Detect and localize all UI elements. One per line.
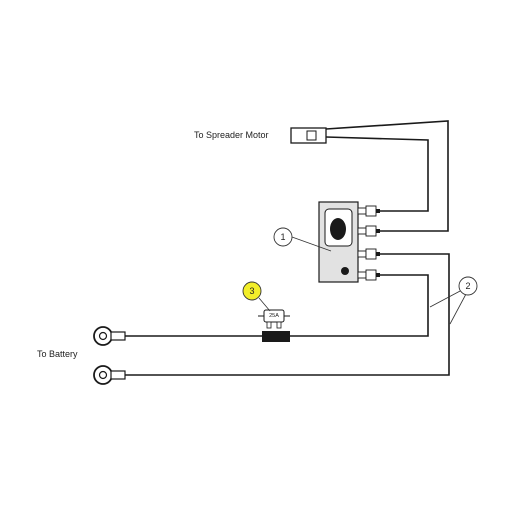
callout-3-number: 3	[249, 286, 254, 296]
terminal	[357, 269, 380, 281]
ring-terminal-positive	[93, 326, 126, 346]
spreader-motor-connector	[290, 127, 327, 144]
callout-1-circle	[273, 227, 293, 247]
fuse-holder: 25A	[258, 309, 290, 342]
ring-terminal-ground	[93, 365, 126, 385]
spreader-motor-label: To Spreader Motor	[194, 130, 269, 140]
callout-2-leader-a	[429, 289, 463, 308]
battery-ground-wire	[114, 253, 450, 376]
terminal	[357, 205, 380, 217]
motor-wire	[325, 120, 449, 232]
callout-2-number: 2	[465, 281, 470, 291]
terminal	[357, 225, 380, 237]
callout-2-circle	[458, 276, 478, 296]
fuse-rating: 25A	[269, 313, 279, 319]
callout-1-leader	[291, 236, 332, 252]
terminal	[357, 248, 380, 260]
switch-terminals	[357, 205, 380, 281]
callout-3-circle	[242, 281, 262, 301]
callout-1-number: 1	[280, 232, 285, 242]
switch-assembly	[318, 201, 359, 283]
callout-3-leader	[258, 297, 271, 312]
indicator-light	[341, 267, 349, 275]
battery-label: To Battery	[37, 349, 78, 359]
callout-2-leader-b	[449, 293, 467, 325]
switch-toggle	[330, 218, 346, 240]
